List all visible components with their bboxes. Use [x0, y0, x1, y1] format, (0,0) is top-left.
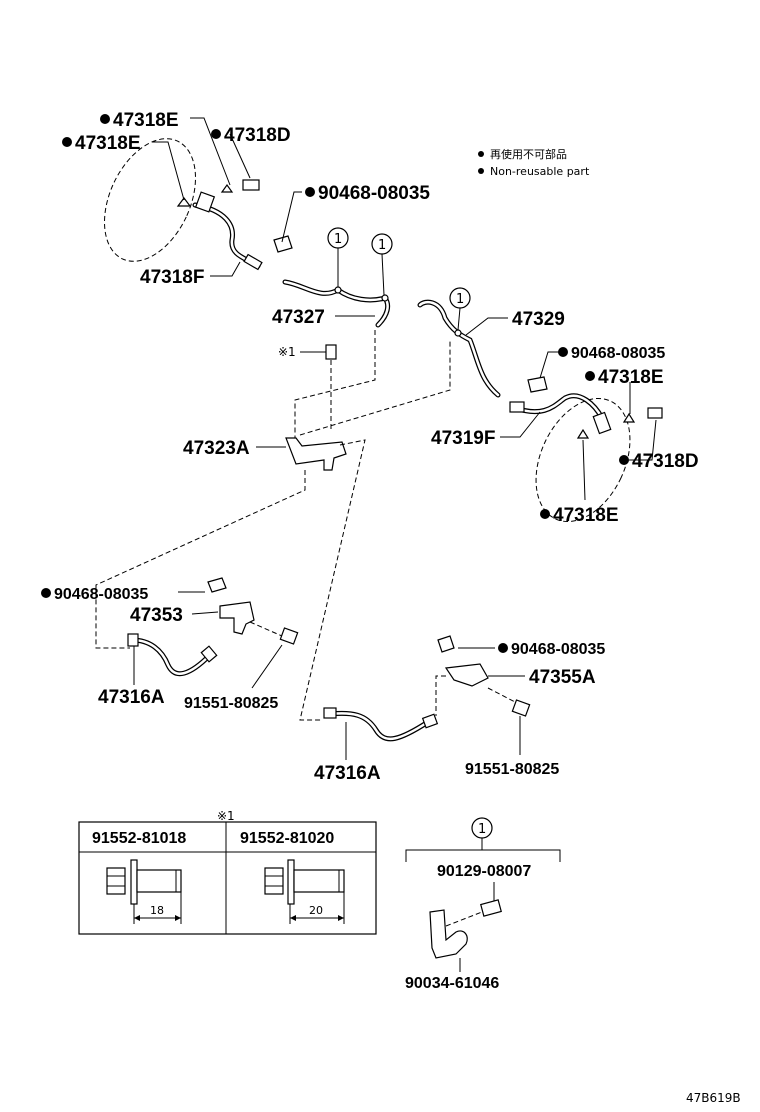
hose-end-fitting	[509, 401, 525, 413]
rear-left-hose-group: 90468-08035 47353 47316A 91551-80825	[41, 577, 299, 712]
hose-47319F	[512, 393, 605, 421]
label-47319F: 47319F	[431, 428, 495, 449]
clip-90468-b	[527, 376, 548, 393]
wheel-outline-right	[535, 397, 631, 523]
table-note: ※1	[217, 809, 235, 823]
non-reusable-dot-icon	[211, 129, 221, 139]
label-90034: 90034-61046	[405, 975, 499, 992]
harness-47329-group: 1 47329	[417, 287, 565, 398]
note-x1: ※1	[278, 345, 296, 359]
ref-marker	[327, 227, 349, 249]
ref-marker-label: 1	[456, 292, 464, 307]
label-90468-rear-right: 90468-08035	[511, 641, 605, 658]
legend-dot-icon	[478, 151, 484, 157]
hose-fitting	[592, 411, 612, 435]
harness-47327-group: 1 1 47327	[272, 227, 393, 445]
table-col1-header: 91552-81018	[92, 830, 186, 847]
label-47318D-top: 47318D	[224, 125, 291, 146]
label-91551-left: 91551-80825	[184, 695, 278, 712]
non-reusable-dot-icon	[558, 347, 568, 357]
non-reusable-dot-icon	[305, 187, 315, 197]
bolt-20-drawing: 20	[264, 859, 345, 924]
label-47355A: 47355A	[529, 667, 596, 688]
label-47353: 47353	[130, 605, 183, 626]
label-47318E-top: 47318E	[113, 110, 179, 131]
ref-marker-label: 1	[334, 232, 342, 247]
legend: 再使用不可部品 Non-reusable part	[478, 147, 590, 178]
hose-fitting	[194, 191, 216, 213]
clamp-90034	[429, 909, 468, 959]
label-47318E-right: 47318E	[598, 367, 664, 388]
label-47316A-right: 47316A	[314, 763, 381, 784]
ref-marker	[371, 233, 393, 255]
ref-marker	[449, 287, 471, 309]
clip-47318E-c	[622, 412, 636, 423]
bolt-90129	[480, 899, 502, 917]
non-reusable-dot-icon	[585, 371, 595, 381]
non-reusable-dot-icon	[100, 114, 110, 124]
table-frame	[78, 821, 377, 935]
bolt-91551-a	[279, 627, 299, 645]
bolt-variant-table: ※1 91552-81018 91552-81020 18	[78, 809, 377, 935]
label-90468-rear-left: 90468-08035	[54, 586, 148, 603]
rear-right-hose-group: 90468-08035 47355A 47316A 91551-80825	[314, 635, 605, 784]
non-reusable-dot-icon	[498, 643, 508, 653]
legend-english: Non-reusable part	[490, 165, 590, 178]
label-47318D-right: 47318D	[632, 451, 699, 472]
label-90129: 90129-08007	[437, 863, 531, 880]
label-91551-right: 91551-80825	[465, 761, 559, 778]
clip-47318E-d	[576, 428, 590, 439]
bracket-47323A	[285, 437, 347, 471]
clip-47318E-a	[176, 197, 192, 207]
label-47327: 47327	[272, 307, 325, 328]
label-47318F: 47318F	[140, 267, 204, 288]
label-90468-right: 90468-08035	[571, 345, 665, 362]
hose-end-fitting	[243, 253, 263, 271]
bolt-x1	[325, 344, 337, 360]
bolt-47318D	[242, 179, 260, 191]
bolt-91551-b	[511, 699, 531, 717]
bolt-x1-group: ※1	[278, 344, 337, 430]
front-right-hose-group: 90468-08035 47318E 47319F 47318D 47318E	[431, 345, 699, 526]
bolt-47318D-b	[647, 407, 663, 419]
non-reusable-dot-icon	[619, 455, 629, 465]
hose-end-fitting	[127, 633, 139, 647]
wheel-outline-left	[104, 138, 196, 262]
hose-end-fitting	[421, 713, 439, 729]
hose-end-fitting	[200, 645, 218, 663]
bolt-18-drawing: 18	[106, 859, 182, 924]
diagram-code: 47B619B	[686, 1091, 741, 1105]
front-left-hose-group: 47318E 47318E 47318D 90468-08035 47318F	[62, 110, 430, 288]
clip-90468-d	[437, 635, 455, 653]
ref-marker-label: 1	[378, 238, 386, 253]
dim-20: 20	[309, 904, 323, 917]
non-reusable-dot-icon	[62, 137, 72, 147]
bracket-47353	[219, 601, 255, 635]
label-47316A-left: 47316A	[98, 687, 165, 708]
label-47323A: 47323A	[183, 438, 250, 459]
clip-90468-c	[207, 577, 227, 593]
legend-japanese: 再使用不可部品	[490, 147, 567, 161]
dim-18: 18	[150, 904, 164, 917]
clamp-subassembly: 1 90129-08007 90034-61046	[405, 817, 561, 992]
label-47329: 47329	[512, 309, 565, 330]
legend-dot-icon	[478, 168, 484, 174]
label-47318E-bottom: 47318E	[553, 505, 619, 526]
bracket-47355A	[444, 663, 489, 687]
hose-end-fitting	[323, 707, 337, 719]
bracket-47323A-group: 47323A	[95, 340, 451, 721]
clip-47318E-b	[220, 183, 234, 193]
non-reusable-dot-icon	[540, 509, 550, 519]
label-47318E-left: 47318E	[75, 133, 141, 154]
table-col2-header: 91552-81020	[240, 830, 334, 847]
label-90468-top: 90468-08035	[318, 183, 430, 204]
non-reusable-dot-icon	[41, 588, 51, 598]
ref-marker-label: 1	[478, 822, 486, 837]
